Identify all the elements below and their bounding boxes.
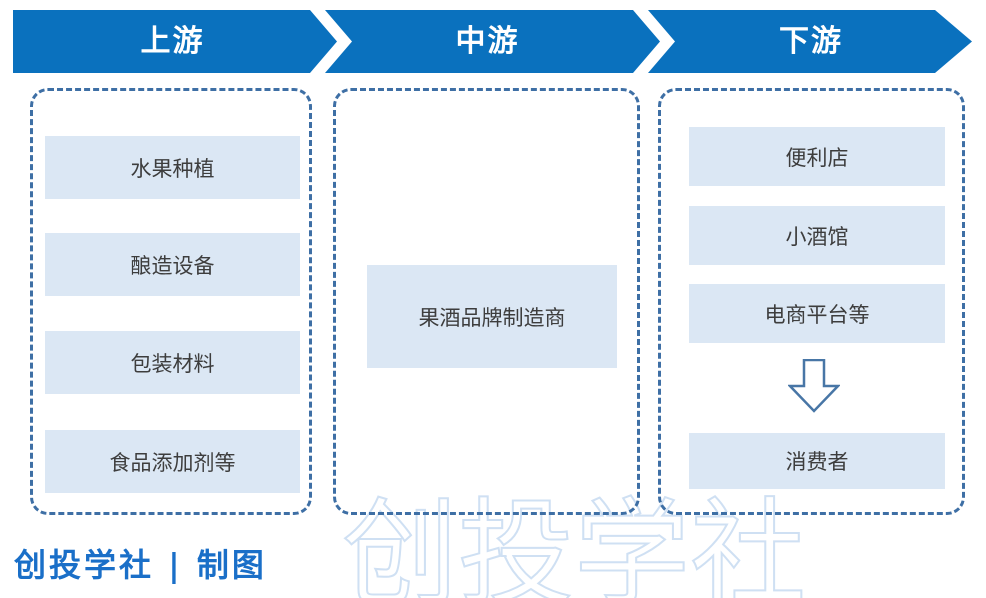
downstream-item-convenience-store: 便利店: [689, 127, 945, 186]
upstream-item-brewing-equipment: 酿造设备: [45, 233, 300, 296]
stage-title-downstream: 下游: [779, 25, 843, 58]
downstream-item-consumer: 消费者: [689, 433, 945, 489]
down-arrow-icon: [787, 358, 841, 413]
downstream-panel: 便利店 小酒馆 电商平台等 消费者: [658, 88, 965, 515]
downstream-item-ecommerce-platform: 电商平台等: [689, 284, 945, 343]
watermark-text: 创投学社: [341, 486, 807, 598]
stage-title-midstream: 中游: [455, 25, 520, 58]
credit-text: 创投学社 | 制图: [14, 546, 267, 584]
stage-title-upstream: 上游: [140, 25, 205, 58]
upstream-item-fruit-planting: 水果种植: [45, 136, 300, 199]
stage-banner-bar: [13, 10, 972, 73]
upstream-item-food-additives: 食品添加剂等: [45, 430, 300, 493]
midstream-item-brand-manufacturer: 果酒品牌制造商: [367, 265, 617, 368]
midstream-panel: 果酒品牌制造商: [333, 88, 640, 515]
upstream-item-packaging-materials: 包装材料: [45, 331, 300, 394]
upstream-panel: 水果种植 酿造设备 包装材料 食品添加剂等: [30, 88, 312, 515]
downstream-item-tavern: 小酒馆: [689, 206, 945, 265]
